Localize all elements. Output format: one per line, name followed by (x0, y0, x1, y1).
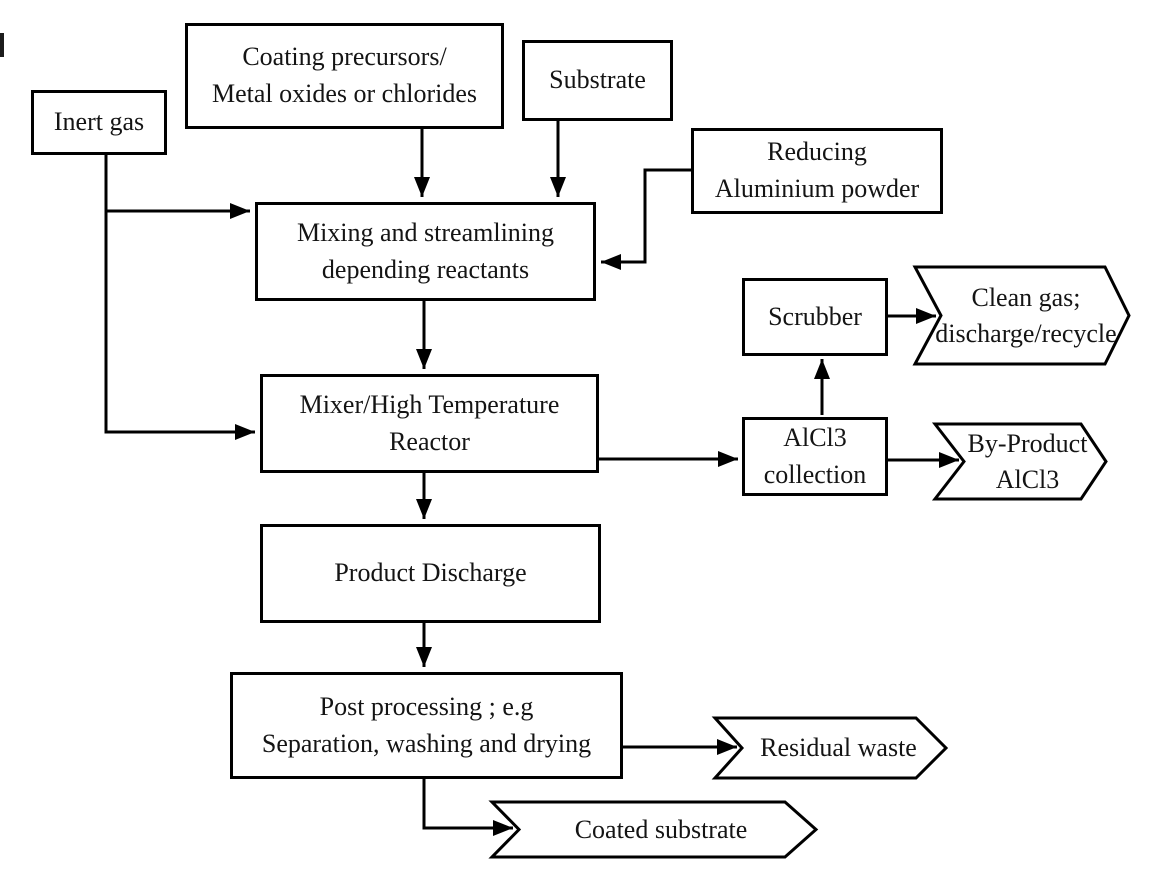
node-label-line: Metal oxides or chlorides (212, 79, 477, 108)
node-reducing-aluminium-powder: Reducing Aluminium powder (691, 128, 943, 214)
node-label: Substrate (549, 65, 646, 95)
node-coating-precursors: Coating precursors/ Metal oxides or chlo… (185, 23, 504, 129)
chevron-shape (488, 800, 819, 859)
node-label-line: collection (763, 459, 867, 489)
chevron-shape (931, 422, 1108, 501)
node-residual-waste: Residual waste (711, 716, 949, 780)
node-label: Clean gas; discharge/recycle (935, 282, 1117, 348)
node-label: Product Discharge (334, 558, 527, 588)
edge-inert-gas-to-mixer (104, 155, 255, 440)
edge-reducing-to-mixing (601, 168, 691, 270)
node-alcl3-collection: AlCl3 collection (742, 417, 888, 496)
chevron-shape (711, 716, 949, 780)
node-scrubber: Scrubber (742, 278, 888, 356)
node-mixing-streamlining: Mixing and streamlining depending reacta… (255, 202, 596, 301)
node-label: Residual waste (760, 733, 917, 763)
node-label-line: Mixing and streamlining (296, 217, 555, 247)
node-substrate: Substrate (522, 40, 673, 121)
node-label-line: depending reactants (321, 254, 530, 284)
node-product-discharge: Product Discharge (260, 524, 601, 623)
node-label: By-Product AlCl3 (967, 428, 1088, 494)
node-label-line: Coating precursors/ (242, 42, 447, 72)
node-coated-substrate: Coated substrate (488, 800, 819, 859)
node-label-line: Reactor (389, 426, 470, 456)
node-label-line: Reducing (767, 137, 867, 167)
node-label: Coated substrate (574, 814, 748, 844)
node-mixer-high-temperature-reactor: Mixer/High Temperature Reactor (260, 374, 599, 473)
node-by-product-alcl3: By-Product AlCl3 (931, 422, 1108, 501)
node-post-processing: Post processing ; e.g Separation, washin… (230, 672, 623, 779)
chevron-shape (912, 265, 1131, 366)
node-label: Inert gas (53, 107, 145, 137)
node-inert-gas: Inert gas (31, 90, 167, 155)
node-label: Scrubber (768, 301, 862, 331)
node-label-line: AlCl3 (783, 422, 847, 452)
node-label-line: Separation, washing and drying (261, 728, 592, 758)
node-label-line: Post processing ; e.g (319, 691, 534, 721)
node-clean-gas: Clean gas; discharge/recycle (912, 265, 1131, 366)
node-label-line: Mixer/High Temperature (299, 389, 560, 419)
scan-artifact (0, 33, 4, 57)
node-label-line: Aluminium powder (714, 174, 920, 203)
